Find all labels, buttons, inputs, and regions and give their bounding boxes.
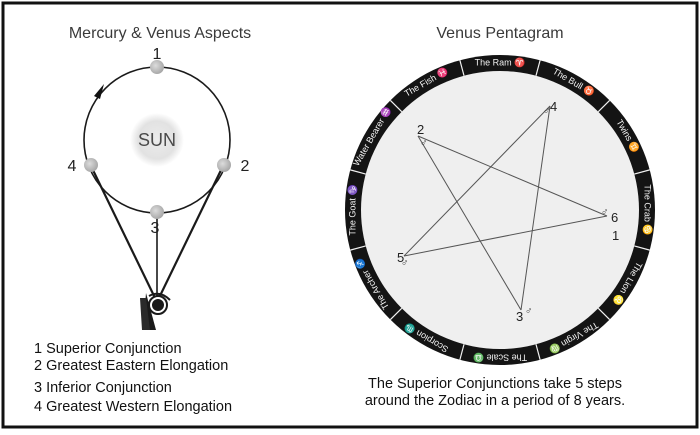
zodiac-sign-label: The Ram ♈ bbox=[475, 56, 526, 67]
position-number-4: 4 bbox=[68, 158, 77, 175]
venus-glyph-icon: ♂ bbox=[601, 207, 609, 218]
legend-item-1: 1 Superior Conjunction bbox=[34, 341, 182, 357]
caption-line-1: The Superior Conjunctions take 5 steps bbox=[368, 376, 622, 392]
planet-position-2 bbox=[217, 158, 231, 172]
legend-item-3: 3 Inferior Conjunction bbox=[34, 380, 172, 396]
pentagram-point-2: 2 bbox=[417, 122, 424, 137]
caption-line-2: around the Zodiac in a period of 8 years… bbox=[365, 393, 625, 409]
zodiac-sign-label: The Crab ♋ bbox=[643, 184, 654, 235]
pentagram-point-5: 5 bbox=[397, 250, 404, 265]
pentagram-point-1: 1 bbox=[612, 228, 619, 243]
venus-glyph-icon: ♂ bbox=[525, 306, 533, 317]
zodiac-wheel: The Ram ♈The Bull ♉Twins ♊The Crab ♋The … bbox=[345, 55, 655, 365]
position-number-1: 1 bbox=[153, 46, 162, 63]
legend-item-4: 4 Greatest Western Elongation bbox=[34, 399, 232, 415]
zodiac-sign-label: The Goat ♑ bbox=[346, 184, 357, 235]
sun-label: SUN bbox=[138, 130, 176, 150]
right-panel-title: Venus Pentagram bbox=[436, 25, 563, 42]
pentagram-point-6: 6 bbox=[611, 210, 618, 225]
pentagram-point-3: 3 bbox=[516, 309, 523, 324]
planet-position-4 bbox=[84, 158, 98, 172]
zodiac-sign-label: The Scale ♎ bbox=[473, 353, 527, 364]
venus-glyph-icon: ♂ bbox=[420, 138, 428, 149]
position-number-3: 3 bbox=[151, 220, 160, 237]
zodiac-inner-disk bbox=[361, 71, 639, 349]
left-panel-title: Mercury & Venus Aspects bbox=[69, 25, 251, 42]
legend-item-2: 2 Greatest Eastern Elongation bbox=[34, 358, 228, 374]
position-number-2: 2 bbox=[241, 158, 250, 175]
pentagram-point-4: 4 bbox=[550, 99, 557, 114]
planet-position-3 bbox=[150, 205, 164, 219]
